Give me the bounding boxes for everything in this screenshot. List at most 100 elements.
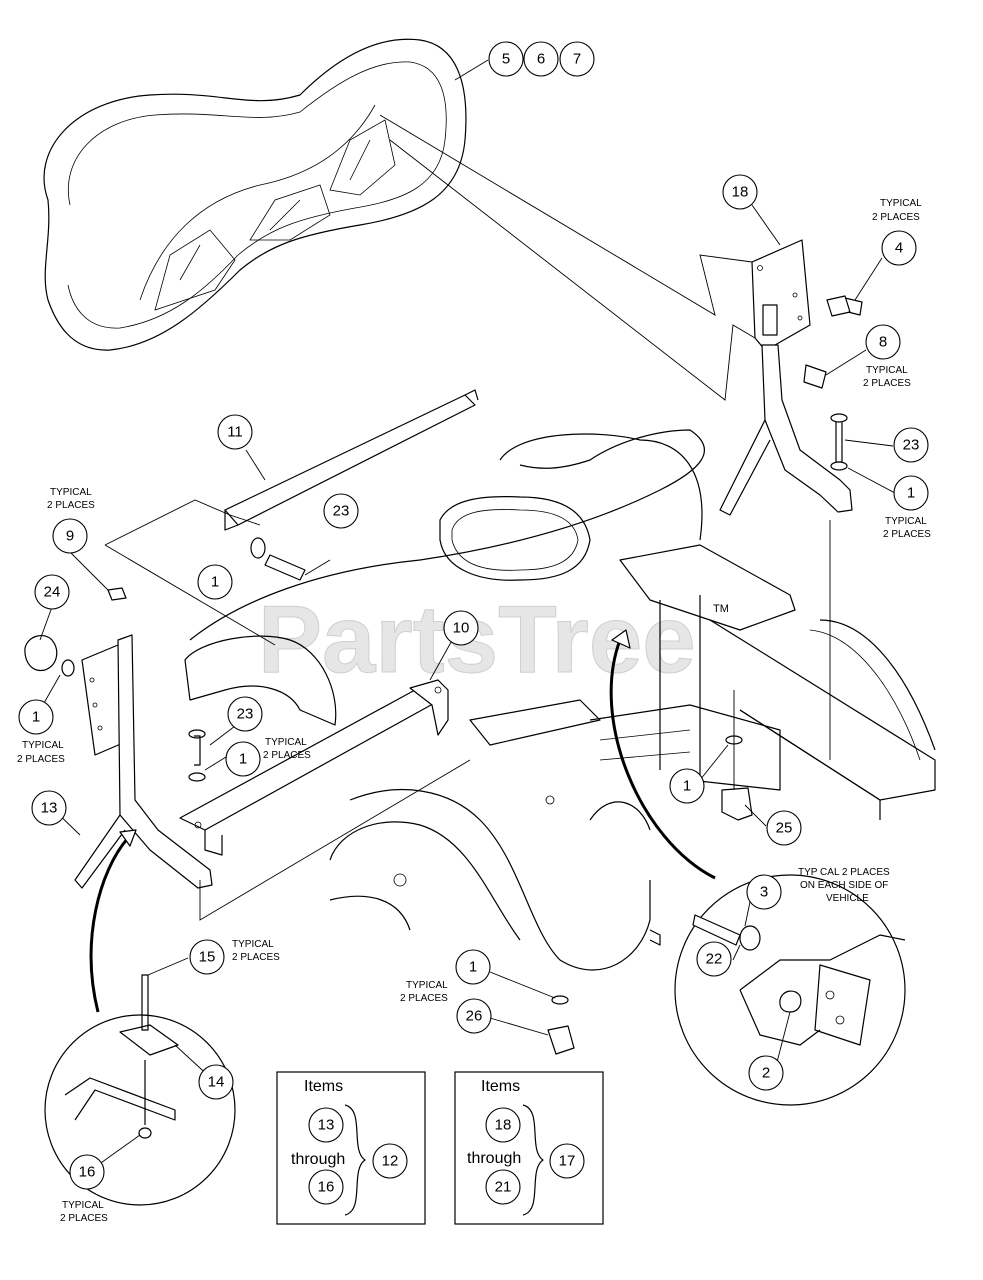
callout-23-mid[interactable]: 23 <box>323 493 359 529</box>
svg-text:1: 1 <box>907 485 915 502</box>
callout-1-right[interactable]: 1 <box>893 475 929 511</box>
svg-text:2 PLACES: 2 PLACES <box>232 952 280 963</box>
svg-text:9: 9 <box>66 528 74 545</box>
detail-circle-left <box>44 974 236 1206</box>
callout-2[interactable]: 2 <box>748 1055 784 1091</box>
callout-24[interactable]: 24 <box>34 574 70 610</box>
callout-6[interactable]: 6 <box>523 41 559 77</box>
svg-text:TYPICAL: TYPICAL <box>265 737 307 748</box>
svg-text:ON EACH SIDE OF: ON EACH SIDE OF <box>800 880 888 891</box>
svg-text:15: 15 <box>199 949 216 966</box>
svg-text:23: 23 <box>903 437 920 454</box>
svg-text:16: 16 <box>79 1164 96 1181</box>
svg-text:17: 17 <box>559 1153 576 1170</box>
callout-1-lower-right[interactable]: 1 <box>669 768 705 804</box>
callout-5[interactable]: 5 <box>488 41 524 77</box>
svg-text:1: 1 <box>469 959 477 976</box>
svg-text:2 PLACES: 2 PLACES <box>863 378 911 389</box>
note-typical-1-right: TYPICAL 2 PLACES <box>883 516 931 540</box>
svg-text:7: 7 <box>573 51 581 68</box>
callout-10[interactable]: 10 <box>443 610 479 646</box>
svg-text:Items: Items <box>304 1078 343 1095</box>
svg-text:TYPICAL: TYPICAL <box>50 487 92 498</box>
note-typical-4: TYPICAL 2 PLACES <box>872 198 922 223</box>
callout-11[interactable]: 11 <box>217 414 253 450</box>
svg-text:6: 6 <box>537 51 545 68</box>
svg-text:18: 18 <box>732 184 749 201</box>
callout-14[interactable]: 14 <box>198 1064 234 1100</box>
cross-bar-10 <box>179 679 449 856</box>
callout-1-center[interactable]: 1 <box>225 741 261 777</box>
svg-text:VEHICLE: VEHICLE <box>826 893 869 904</box>
callout-23-right[interactable]: 23 <box>893 427 929 463</box>
svg-text:Items: Items <box>481 1078 520 1095</box>
callout-1-mid[interactable]: 1 <box>197 564 233 600</box>
items-box-17-from[interactable]: 18 <box>485 1107 521 1143</box>
items-box-17-result[interactable]: 17 <box>549 1143 585 1179</box>
svg-text:2: 2 <box>762 1065 770 1082</box>
callout-13[interactable]: 13 <box>31 790 67 826</box>
callout-4[interactable]: 4 <box>881 230 917 266</box>
note-typical-9: TYPICAL 2 PLACES <box>47 487 95 511</box>
callout-26[interactable]: 26 <box>456 998 492 1034</box>
callout-15[interactable]: 15 <box>189 939 225 975</box>
callout-18[interactable]: 18 <box>722 174 758 210</box>
note-typ-cal-each-side: TYP CAL 2 PLACES ON EACH SIDE OF VEHICLE <box>798 867 890 904</box>
bushing-25 <box>721 690 753 821</box>
watermark-tm: TM <box>713 603 729 615</box>
svg-text:TYPICAL: TYPICAL <box>232 939 274 950</box>
items-box-12-to[interactable]: 16 <box>308 1169 344 1205</box>
callout-25[interactable]: 25 <box>766 810 802 846</box>
svg-text:through: through <box>291 1151 345 1168</box>
svg-text:2 PLACES: 2 PLACES <box>872 212 920 223</box>
note-typical-1-nut: TYPICAL 2 PLACES <box>400 980 448 1004</box>
callout-1-left[interactable]: 1 <box>18 699 54 735</box>
callout-3[interactable]: 3 <box>746 874 782 910</box>
svg-text:TYPICAL: TYPICAL <box>62 1200 104 1211</box>
callout-9[interactable]: 9 <box>52 518 88 554</box>
svg-text:TYPICAL: TYPICAL <box>22 740 64 751</box>
callout-22[interactable]: 22 <box>696 941 732 977</box>
svg-text:11: 11 <box>227 424 243 441</box>
bolt-23-washer-1-mid <box>250 537 331 581</box>
callout-23-left[interactable]: 23 <box>227 696 263 732</box>
svg-text:5: 5 <box>502 51 510 68</box>
svg-text:1: 1 <box>211 574 219 591</box>
svg-text:TYPICAL: TYPICAL <box>885 516 927 527</box>
svg-text:10: 10 <box>453 620 470 637</box>
alignment-lines <box>379 114 831 760</box>
svg-text:2 PLACES: 2 PLACES <box>400 993 448 1004</box>
items-box-12-from[interactable]: 13 <box>308 1107 344 1143</box>
arrow-right-detail <box>609 639 716 880</box>
svg-text:8: 8 <box>879 334 887 351</box>
callout-16[interactable]: 16 <box>69 1154 105 1190</box>
svg-text:TYPICAL: TYPICAL <box>406 980 448 991</box>
arrowhead-right <box>611 629 631 649</box>
svg-text:4: 4 <box>895 240 903 257</box>
note-typical-8: TYPICAL 2 PLACES <box>863 365 911 389</box>
svg-text:1: 1 <box>683 778 691 795</box>
svg-text:21: 21 <box>495 1179 512 1196</box>
callout-8[interactable]: 8 <box>865 324 901 360</box>
detail-circle-right <box>674 874 906 1106</box>
note-typical-1-left: TYPICAL 2 PLACES <box>17 740 65 765</box>
items-box-12: Items 13 through 16 12 <box>276 1071 426 1225</box>
nut-26 <box>547 995 575 1055</box>
svg-text:22: 22 <box>706 951 723 968</box>
svg-text:TYPICAL: TYPICAL <box>866 365 908 376</box>
svg-text:25: 25 <box>776 820 793 837</box>
note-typical-15: TYPICAL 2 PLACES <box>232 939 280 963</box>
callout-7[interactable]: 7 <box>559 41 595 77</box>
svg-text:18: 18 <box>495 1117 512 1134</box>
items-box-12-result[interactable]: 12 <box>372 1143 408 1179</box>
svg-text:3: 3 <box>760 884 768 901</box>
items-box-17: Items 18 through 21 17 <box>454 1071 604 1225</box>
svg-text:1: 1 <box>239 751 247 768</box>
svg-text:12: 12 <box>382 1153 399 1170</box>
svg-text:14: 14 <box>208 1074 225 1091</box>
svg-text:TYPICAL: TYPICAL <box>880 198 922 209</box>
svg-text:2 PLACES: 2 PLACES <box>60 1213 108 1224</box>
items-box-17-to[interactable]: 21 <box>485 1169 521 1205</box>
callout-1-nut[interactable]: 1 <box>455 949 491 985</box>
